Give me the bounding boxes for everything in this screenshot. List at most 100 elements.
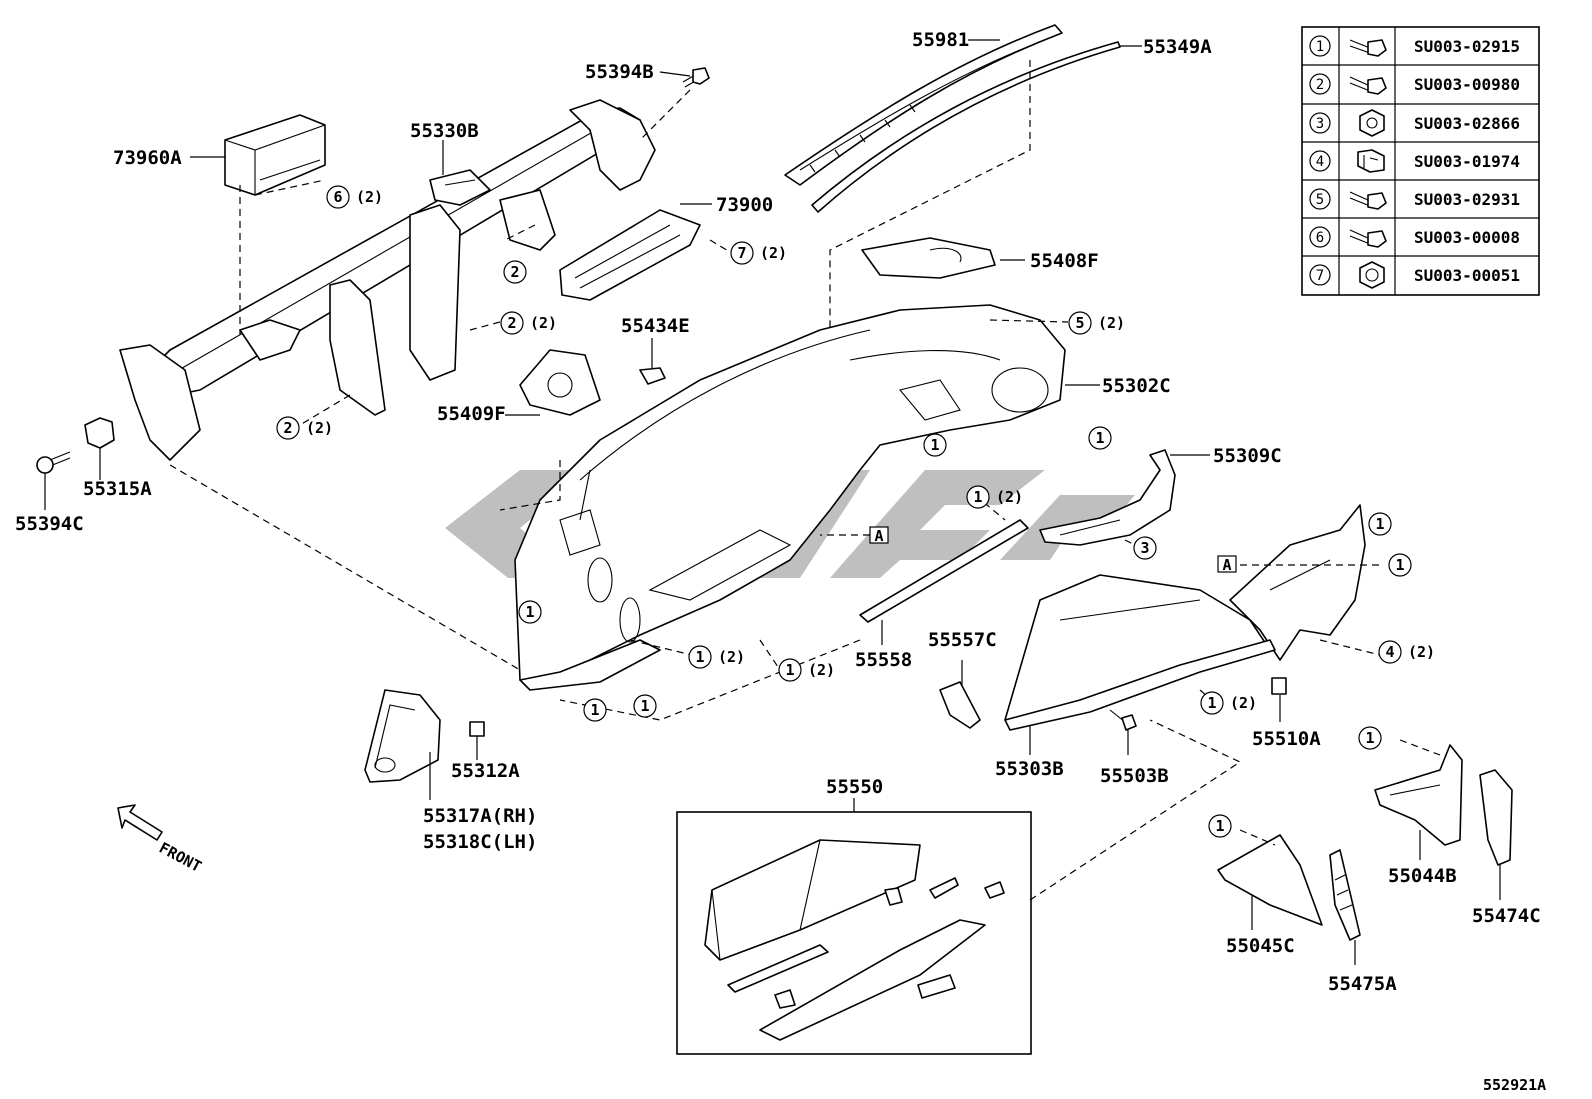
svg-text:5: 5 bbox=[1075, 314, 1084, 332]
svg-text:1: 1 bbox=[590, 701, 599, 719]
row-number: 3 bbox=[1316, 116, 1324, 132]
table-row: 5 SU003-02931 bbox=[1309, 188, 1520, 210]
callout: 1 (2) bbox=[688, 645, 745, 669]
callout: 1(2) bbox=[966, 485, 1023, 509]
svg-text:(2): (2) bbox=[1408, 643, 1435, 661]
label-55408F: 55408F bbox=[1030, 250, 1099, 272]
label-55550: 55550 bbox=[826, 776, 883, 798]
callout: 1 bbox=[1388, 553, 1412, 577]
bolt-washer-icon bbox=[1349, 191, 1387, 210]
svg-text:1: 1 bbox=[1215, 817, 1224, 835]
callout: 3 bbox=[1133, 536, 1157, 560]
callout: 1 bbox=[583, 698, 607, 722]
reference-marker-a: A bbox=[869, 526, 889, 545]
label-55312A: 55312A bbox=[451, 760, 520, 782]
label-55044B: 55044B bbox=[1388, 865, 1457, 887]
label-55394C: 55394C bbox=[15, 513, 84, 535]
callout: 7(2) bbox=[730, 241, 787, 265]
label-55394B: 55394B bbox=[585, 61, 654, 83]
callout: 1(2) bbox=[778, 658, 835, 682]
label-55303B: 55303B bbox=[995, 758, 1064, 780]
panel-55044B bbox=[1374, 744, 1463, 846]
panel-55045C bbox=[1217, 834, 1323, 926]
label-55317A: 55317A(RH) bbox=[423, 805, 537, 827]
part-number: SU003-01974 bbox=[1414, 152, 1520, 171]
reference-marker-a: A bbox=[1217, 555, 1237, 574]
svg-text:1: 1 bbox=[640, 697, 649, 715]
svg-text:1: 1 bbox=[930, 436, 939, 454]
row-number: 6 bbox=[1316, 230, 1324, 246]
svg-text:A: A bbox=[874, 527, 883, 545]
clip-55503B bbox=[1109, 709, 1137, 731]
nut-icon bbox=[1359, 109, 1385, 137]
svg-text:1: 1 bbox=[1207, 694, 1216, 712]
svg-text:(2): (2) bbox=[808, 661, 835, 679]
svg-text:3: 3 bbox=[1140, 539, 1149, 557]
svg-text:(2): (2) bbox=[1230, 694, 1257, 712]
callout: 1 bbox=[633, 694, 657, 718]
callout: 2(2) bbox=[500, 311, 557, 335]
row-number: 2 bbox=[1316, 77, 1324, 93]
svg-text:1: 1 bbox=[525, 603, 534, 621]
panel-55409F bbox=[519, 349, 601, 416]
fastener-table: 1 SU003-02915 2 SU003-00980 3 bbox=[1301, 26, 1540, 296]
svg-text:(2): (2) bbox=[356, 188, 383, 206]
panel-55474C bbox=[1479, 769, 1513, 866]
callout: 2 bbox=[503, 260, 527, 284]
clip-55312A bbox=[469, 721, 485, 737]
label-55349A: 55349A bbox=[1143, 36, 1212, 58]
svg-text:4: 4 bbox=[1385, 643, 1394, 661]
callout: 1 bbox=[518, 600, 542, 624]
part-number: SU003-00980 bbox=[1414, 75, 1520, 94]
clip-nut-icon bbox=[1357, 149, 1385, 173]
drawing-number: 552921A bbox=[1483, 1076, 1546, 1094]
panel-55408F bbox=[861, 237, 996, 279]
svg-text:1: 1 bbox=[1095, 429, 1104, 447]
svg-text:2: 2 bbox=[510, 263, 519, 281]
table-row: 3 SU003-02866 bbox=[1309, 109, 1520, 137]
svg-text:(2): (2) bbox=[530, 314, 557, 332]
glove-box-inset bbox=[676, 811, 1032, 1055]
callout: 1 bbox=[923, 433, 947, 457]
callout: 1 bbox=[1368, 512, 1392, 536]
callouts: 6(2) 2 7(2) 2(2) 2(2) 5(2) 1 1 1(2) 3 1 … bbox=[276, 185, 1435, 838]
part-number: SU003-00008 bbox=[1414, 228, 1520, 247]
svg-text:(2): (2) bbox=[1098, 314, 1125, 332]
defroster-trim-55981 bbox=[784, 24, 1063, 186]
bolt-washer-icon bbox=[1349, 39, 1387, 57]
svg-text:7: 7 bbox=[737, 244, 746, 262]
bracket-55309C bbox=[1039, 449, 1176, 546]
lower-panel-55303B bbox=[1004, 574, 1276, 731]
bolt-washer-icon bbox=[1349, 76, 1387, 95]
part-number: SU003-02866 bbox=[1414, 114, 1520, 133]
row-number: 1 bbox=[1316, 39, 1324, 55]
svg-text:1: 1 bbox=[695, 648, 704, 666]
label-73960A: 73960A bbox=[113, 147, 182, 169]
table-row: 2 SU003-00980 bbox=[1309, 73, 1520, 95]
label-73900: 73900 bbox=[716, 194, 773, 216]
part-number: SU003-02931 bbox=[1414, 190, 1520, 209]
bolt-55394B bbox=[682, 67, 710, 88]
part-number: SU003-02915 bbox=[1414, 37, 1520, 56]
panel-55475A bbox=[1329, 849, 1361, 941]
part-number: SU003-00051 bbox=[1414, 266, 1520, 285]
svg-text:(2): (2) bbox=[718, 648, 745, 666]
front-arrow-icon bbox=[117, 804, 163, 841]
mount-55315A bbox=[84, 417, 115, 449]
callout: 1 bbox=[1208, 814, 1232, 838]
table-row: 7 SU003-00051 bbox=[1309, 261, 1520, 289]
clip-55434E bbox=[639, 367, 666, 385]
callout: 6(2) bbox=[326, 185, 383, 209]
label-55315A: 55315A bbox=[83, 478, 152, 500]
label-55045C: 55045C bbox=[1226, 935, 1295, 957]
bracket-73900 bbox=[559, 209, 701, 301]
bolt-55394C bbox=[36, 451, 71, 474]
label-55309C: 55309C bbox=[1213, 445, 1282, 467]
svg-text:1: 1 bbox=[1395, 556, 1404, 574]
label-55558: 55558 bbox=[855, 649, 912, 671]
svg-text:(2): (2) bbox=[306, 419, 333, 437]
callout: 1 bbox=[1088, 426, 1112, 450]
svg-text:1: 1 bbox=[1375, 515, 1384, 533]
callout: 1 (2) bbox=[1200, 691, 1257, 715]
